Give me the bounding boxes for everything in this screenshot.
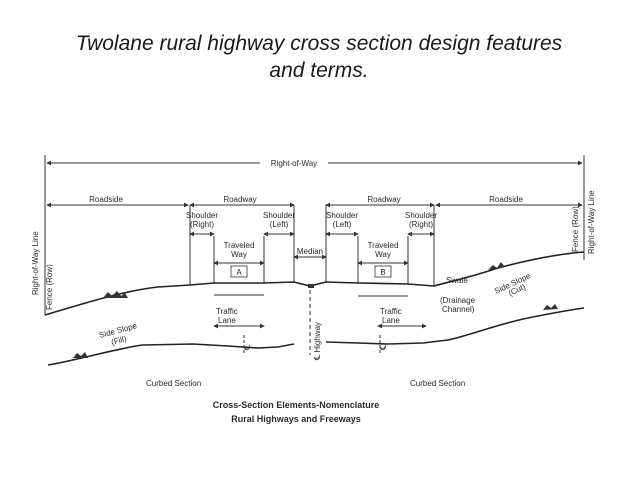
shoulder-left-right-label-2: (Left) <box>333 220 352 229</box>
roadside-left-label: Roadside <box>89 195 123 204</box>
vegetation-marks <box>73 262 558 358</box>
ground-profile-lower <box>47 307 585 366</box>
traveled-way-a-label-2: Way <box>231 250 247 259</box>
centerline-left-label: ℄ <box>243 344 252 351</box>
traffic-lane-right-label-2: Lane <box>382 316 400 325</box>
drainage-channel-label-2: Channel) <box>442 305 475 314</box>
side-slope-fill-label-2: (Fill) <box>110 334 128 347</box>
traffic-lane-left-label-1: Traffic <box>216 307 238 316</box>
traffic-lane-left-label-2: Lane <box>218 316 236 325</box>
fence-row-right-label: Fence (Row) <box>571 206 580 252</box>
median-label: Median <box>297 247 323 256</box>
shoulder-left-left-label-1: Shoulder <box>263 211 295 220</box>
title-line-1: Twolane rural highway cross section desi… <box>75 32 563 55</box>
caption-line-1: Cross-Section Elements-Nomenclature <box>213 400 380 410</box>
traveled-way-b-letter: B <box>380 268 385 277</box>
curbed-section-left-label: Curbed Section <box>146 379 201 388</box>
roadway-left-label: Roadway <box>223 195 256 204</box>
roadside-right-label: Roadside <box>489 195 523 204</box>
right-of-way-label: Right-of-Way <box>271 159 317 168</box>
shoulder-left-right-label-1: Shoulder <box>326 211 358 220</box>
title-line-2: and terms. <box>269 59 369 82</box>
shoulder-right-right-label-1: Shoulder <box>405 211 437 220</box>
drainage-channel-label-1: (Drainage <box>440 296 476 305</box>
shoulder-right-right-label-2: (Right) <box>409 220 433 229</box>
shoulder-right-left-label-1: Shoulder <box>186 211 218 220</box>
traveled-way-b-label-1: Traveled <box>368 241 399 250</box>
slide-title: Twolane rural highway cross section desi… <box>0 30 638 84</box>
highway-centerline-label: ℄ Highway <box>313 322 322 361</box>
swale-label: Swale <box>446 276 468 285</box>
traveled-way-a-box <box>230 265 248 278</box>
centerline-right-label: ℄ <box>379 344 388 351</box>
traveled-way-a-letter: A <box>236 268 242 277</box>
traveled-way-b-label-2: Way <box>375 250 391 259</box>
traveled-way-b-box <box>374 265 392 278</box>
caption-line-2: Rural Highways and Freeways <box>231 414 361 424</box>
row-line-right-label: Right-of-Way Line <box>587 190 596 254</box>
traffic-lane-right-label-1: Traffic <box>380 307 402 316</box>
roadway-right-label: Roadway <box>367 195 400 204</box>
guide-lines <box>189 205 435 286</box>
row-line-left-label: Right-of-Way Line <box>31 231 40 295</box>
fence-row-left-label: Fence (Row) <box>45 264 54 310</box>
shoulder-left-left-label-2: (Left) <box>270 220 289 229</box>
cross-section-diagram: Right-of-Way Roadside Roadway Roadway Ro… <box>28 150 618 440</box>
curbed-section-right-label: Curbed Section <box>410 379 465 388</box>
shoulder-right-left-label-2: (Right) <box>190 220 214 229</box>
traveled-way-a-label-1: Traveled <box>224 241 255 250</box>
